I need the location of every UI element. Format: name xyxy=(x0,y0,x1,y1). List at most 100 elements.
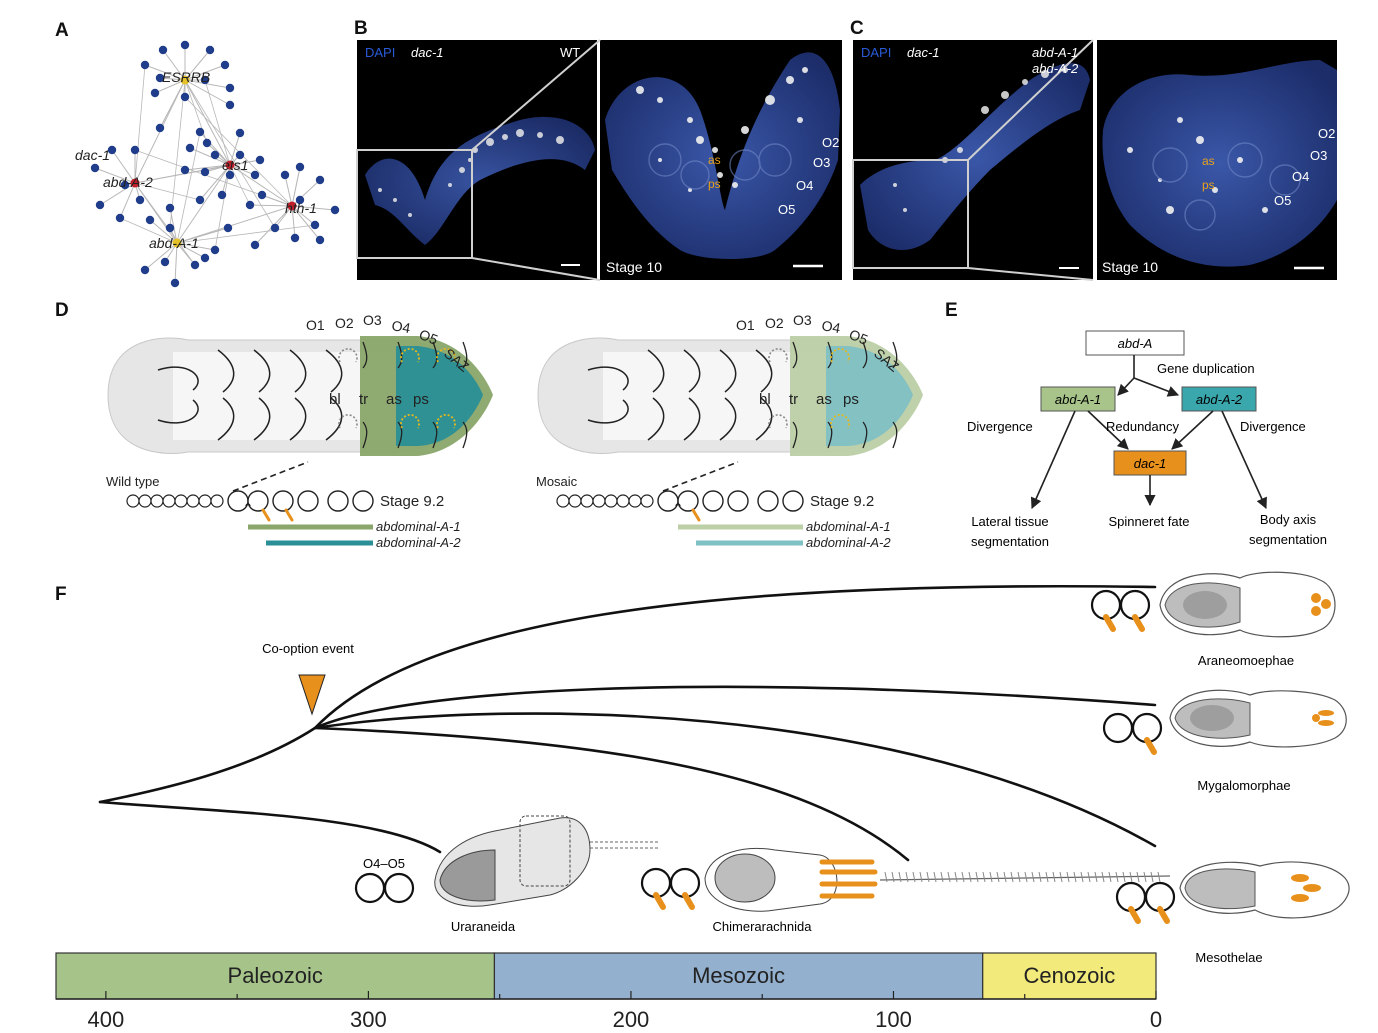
fossil-uraraneida xyxy=(434,815,660,907)
time-tick-label: 100 xyxy=(875,1007,912,1032)
segment-circle xyxy=(138,494,152,508)
tail-segment xyxy=(926,871,930,883)
e-dac1: dac-1 xyxy=(1134,456,1167,471)
segment-label-o3: O3 xyxy=(363,312,382,328)
network-edge xyxy=(176,164,231,244)
tail-segment xyxy=(1129,871,1133,883)
b-o4: O4 xyxy=(796,178,813,193)
tail-segment xyxy=(1087,871,1091,883)
time-tick-label: 300 xyxy=(350,1007,387,1032)
c-stage: Stage 10 xyxy=(1102,259,1158,275)
e-abda2: abd-A-2 xyxy=(1196,392,1243,407)
tail-segment xyxy=(884,871,888,883)
spinneret-bud xyxy=(261,508,271,522)
network-edge xyxy=(184,79,231,106)
tail-segment xyxy=(996,871,1000,883)
e-divergence-right: Divergence xyxy=(1240,419,1306,434)
tail-segment xyxy=(1024,871,1028,883)
e-redundancy: Redundancy xyxy=(1106,419,1179,434)
tail-segment xyxy=(1080,871,1084,883)
network-label-ets1: ets1 xyxy=(222,157,248,173)
network-edge xyxy=(291,205,316,226)
c-o3: O3 xyxy=(1310,148,1327,163)
network-edge xyxy=(111,149,136,184)
network-edge xyxy=(134,182,178,244)
segment-circle xyxy=(162,494,176,508)
network-edge xyxy=(184,79,231,166)
booklung-outline xyxy=(768,348,788,363)
limb-bud-outline xyxy=(289,397,307,441)
network-node xyxy=(250,170,260,180)
e-abda: abd-A xyxy=(1118,336,1153,351)
network-node xyxy=(170,278,180,288)
network-node xyxy=(185,143,195,153)
era-label-2: Cenozoic xyxy=(1024,963,1116,988)
network-node xyxy=(200,167,210,177)
network-node xyxy=(225,170,235,180)
model-diagram xyxy=(1030,330,1267,510)
b-ps: ps xyxy=(708,177,721,191)
tail-segment xyxy=(919,871,923,883)
network-edge xyxy=(221,164,231,196)
segment-circle xyxy=(198,494,212,508)
tail-segment xyxy=(1094,871,1098,883)
network-node xyxy=(223,223,233,233)
network-edge xyxy=(176,242,216,251)
network-node xyxy=(295,195,305,205)
c-genotype-1: abd-A-1 xyxy=(1032,45,1078,60)
segment-circle xyxy=(727,490,749,512)
network-edge xyxy=(162,49,186,81)
region-label-tr: tr xyxy=(789,391,798,408)
network-node xyxy=(140,265,150,275)
limb-bud-outline xyxy=(253,349,271,393)
panel-label-a: A xyxy=(55,20,69,41)
limb-bud-outline xyxy=(325,397,343,441)
limb-bud-outline xyxy=(755,349,773,393)
spinneret-leg xyxy=(653,892,666,910)
region-label-as: as xyxy=(386,391,402,408)
limb-bud-outline xyxy=(719,349,737,393)
condition-label: Mosaic xyxy=(536,474,578,489)
network-node xyxy=(257,190,267,200)
network-edge xyxy=(176,242,206,259)
network-node xyxy=(290,233,300,243)
network-edge xyxy=(229,132,241,166)
network-edge xyxy=(176,205,293,244)
network-node xyxy=(90,163,100,173)
f-mygalo: Mygalomorphae xyxy=(1197,778,1290,793)
network-node xyxy=(210,150,220,160)
e-divergence-left: Divergence xyxy=(967,419,1033,434)
spinneret-bud xyxy=(691,508,701,522)
spinneret-outline xyxy=(830,414,850,429)
network-node xyxy=(95,200,105,210)
abda1-bar-label: abdominal-A-1 xyxy=(376,519,461,534)
b-o2: O2 xyxy=(822,135,839,150)
network-edge xyxy=(229,164,293,207)
tail-segment xyxy=(1122,871,1126,883)
c-o5: O5 xyxy=(1274,193,1291,208)
spider-mygalomorphae xyxy=(1169,689,1347,748)
era-band-1 xyxy=(493,952,984,1000)
b-as: as xyxy=(708,153,721,167)
spinneret-bud xyxy=(284,508,294,522)
booklung-outline xyxy=(768,414,788,429)
abda1-bar-label: abdominal-A-1 xyxy=(806,519,891,534)
box-abda1 xyxy=(1040,386,1116,412)
c-ps: ps xyxy=(1202,178,1215,192)
head-lobe-outline xyxy=(157,366,199,424)
segment-line xyxy=(892,341,898,369)
network-edge xyxy=(176,224,316,244)
tail-segment xyxy=(1143,871,1147,883)
network-node xyxy=(235,150,245,160)
hub-node-abda1 xyxy=(172,238,182,248)
spinneret-leg xyxy=(1132,614,1145,632)
segment-circle xyxy=(640,494,654,508)
spinneret-glyphs xyxy=(354,589,1176,924)
panel-label-c: C xyxy=(850,18,864,39)
panel-label-e: E xyxy=(945,300,958,321)
network-edge xyxy=(229,164,251,206)
network-node xyxy=(255,155,265,165)
segment-circle xyxy=(592,494,606,508)
booklung-outline xyxy=(338,414,358,429)
